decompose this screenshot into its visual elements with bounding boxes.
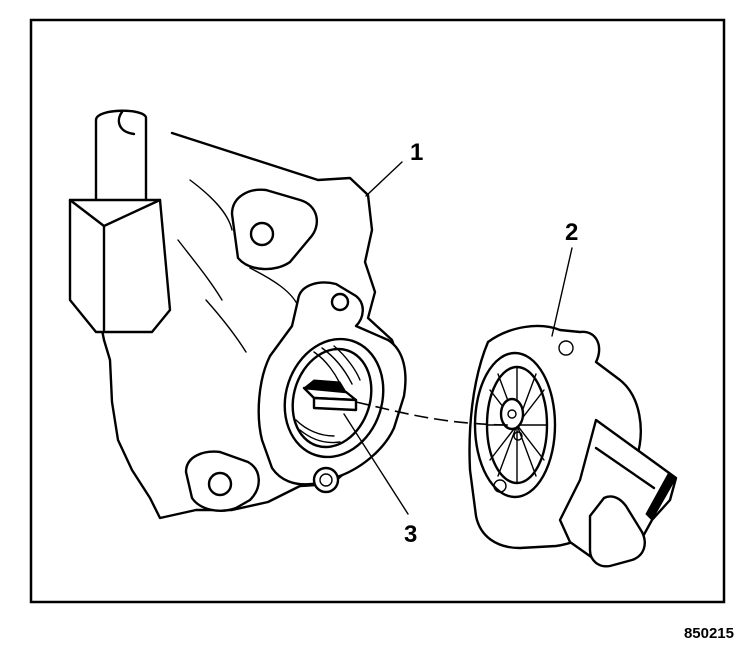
- tp-sensor: [468, 324, 678, 568]
- throttle-body: [68, 109, 407, 520]
- figure-frame: [29, 18, 726, 604]
- leader-line-3: [343, 413, 409, 515]
- leader-line-2: [551, 247, 573, 337]
- leader-line-1: [365, 161, 403, 197]
- assembly-line: [355, 401, 509, 426]
- figure-code: 850215: [683, 625, 734, 642]
- callout-label-3: 3: [404, 521, 417, 548]
- callout-label-1: 1: [410, 139, 423, 166]
- callout-label-2: 2: [565, 219, 578, 246]
